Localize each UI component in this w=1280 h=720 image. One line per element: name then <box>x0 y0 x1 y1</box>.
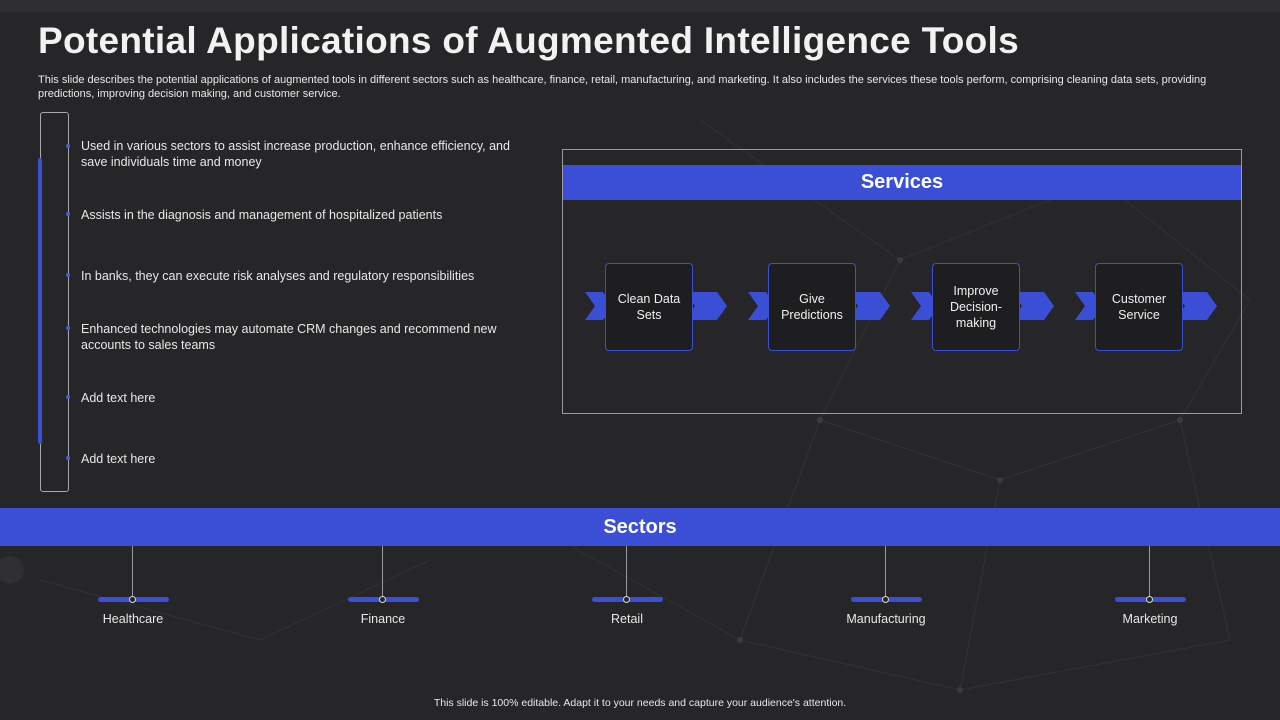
application-point: Add text here <box>81 391 156 405</box>
footer-note: This slide is 100% editable. Adapt it to… <box>433 697 847 709</box>
service-card-clean-data-sets: Clean Data Sets <box>605 263 693 351</box>
service-label: Give Predictions <box>781 292 843 322</box>
connector-line <box>132 546 133 599</box>
sector-marker-dot <box>623 596 630 603</box>
sector-marker-dot <box>129 596 136 603</box>
bullet-dot <box>66 273 70 277</box>
sector-marker-dot <box>1146 596 1153 603</box>
service-card-customer-service: Customer Service <box>1095 263 1183 351</box>
services-heading: Services <box>563 165 1241 200</box>
bullet-dot <box>66 212 70 216</box>
application-point: Used in various sectors to assist increa… <box>81 139 510 169</box>
services-panel <box>562 149 1242 414</box>
slide-title: Potential Applications of Augmented Inte… <box>38 20 1019 61</box>
application-point: Add text here <box>81 452 156 466</box>
bullet-dot <box>66 395 70 399</box>
service-label: Clean Data Sets <box>617 292 681 322</box>
sector-label: Finance <box>360 612 406 626</box>
service-label: Customer Service <box>1111 292 1167 322</box>
slide-description: This slide describes the potential appli… <box>38 74 1207 100</box>
sector-label: Manufacturing <box>846 612 926 626</box>
service-card-give-predictions: Give Predictions <box>768 263 856 351</box>
sector-label: Retail <box>611 612 643 626</box>
timeline-progress-bar <box>38 158 42 444</box>
application-point: Assists in the diagnosis and management … <box>81 208 443 222</box>
bullet-dot <box>66 144 70 148</box>
sector-marker-dot <box>379 596 386 603</box>
application-point: Enhanced technologies may automate CRM c… <box>81 322 497 352</box>
sectors-heading: Sectors <box>0 508 1280 546</box>
sector-marker-dot <box>882 596 889 603</box>
connector-line <box>626 546 627 599</box>
service-card-improve-decision-making: Improve Decision-making <box>932 263 1020 351</box>
top-strip <box>0 0 1280 12</box>
connector-line <box>885 546 886 599</box>
application-point: In banks, they can execute risk analyses… <box>81 269 475 283</box>
bullet-dot <box>66 326 70 330</box>
sector-label: Marketing <box>1122 612 1178 626</box>
sector-label: Healthcare <box>102 612 164 626</box>
service-label: Improve Decision-making <box>949 284 1003 330</box>
bullet-dot <box>66 456 70 460</box>
connector-line <box>1149 546 1150 599</box>
timeline-frame <box>40 112 69 492</box>
connector-line <box>382 546 383 599</box>
